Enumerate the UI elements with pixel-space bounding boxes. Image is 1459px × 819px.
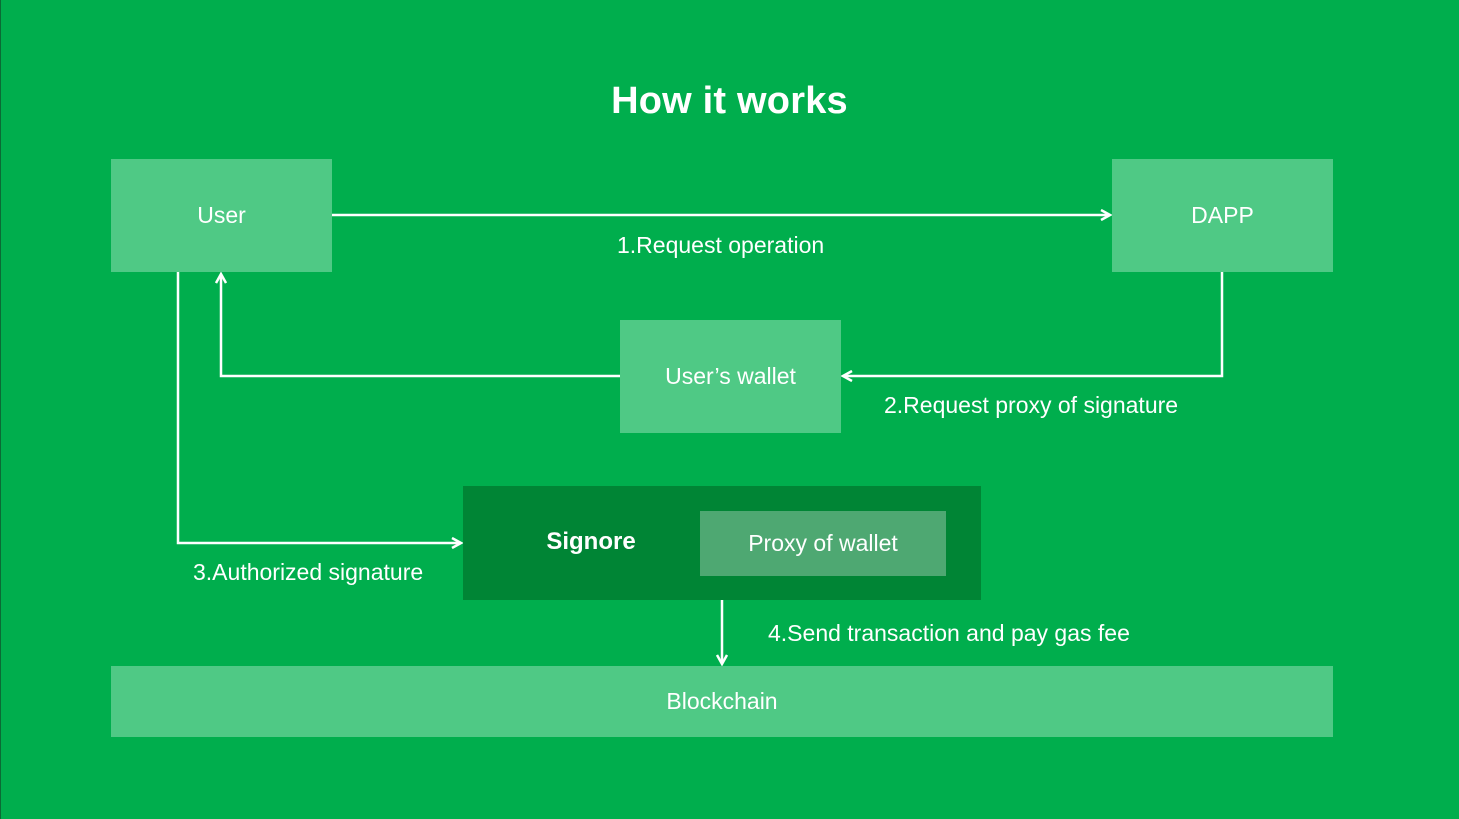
step-2-label: 2.Request proxy of signature: [884, 392, 1179, 418]
left-border: [0, 0, 1, 819]
node-proxy-of-wallet: Proxy of wallet: [700, 511, 946, 576]
node-signore-label: Signore: [546, 528, 636, 555]
arrow-wallet-to-user: [221, 274, 620, 378]
node-user: User: [111, 159, 332, 272]
node-blockchain-label: Blockchain: [666, 688, 778, 714]
node-user-label: User: [197, 202, 246, 228]
step-1-label: 1.Request operation: [617, 232, 825, 258]
step-3-label: 3.Authorized signature: [193, 559, 424, 585]
node-users-wallet-label: User’s wallet: [665, 363, 796, 389]
node-users-wallet: User’s wallet: [620, 320, 841, 433]
arrow-user-to-signore: [176, 272, 461, 543]
node-dapp: DAPP: [1112, 159, 1333, 272]
diagram-title: How it works: [611, 80, 848, 122]
step-4-label: 4.Send transaction and pay gas fee: [768, 620, 1130, 646]
node-blockchain: Blockchain: [111, 666, 1333, 737]
arrow-dapp-to-wallet: [843, 272, 1224, 376]
node-proxy-of-wallet-label: Proxy of wallet: [748, 530, 898, 556]
node-dapp-label: DAPP: [1191, 202, 1254, 228]
